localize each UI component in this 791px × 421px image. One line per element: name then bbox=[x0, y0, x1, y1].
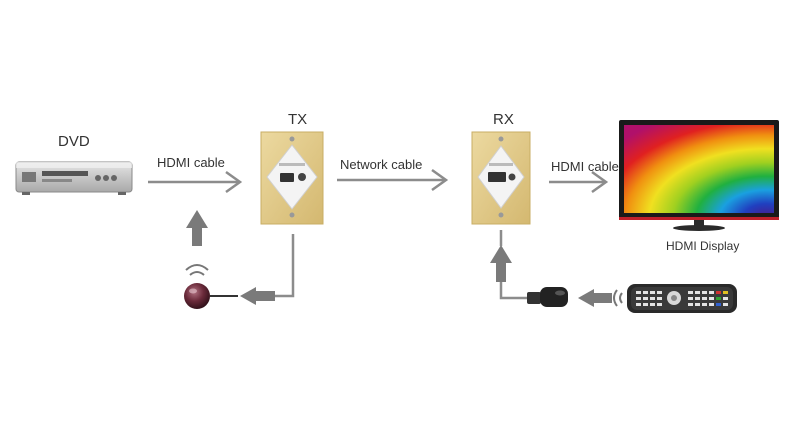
tv-display-icon bbox=[619, 120, 779, 231]
remote-control-icon bbox=[613, 284, 737, 313]
dvd-player-icon bbox=[15, 161, 133, 195]
network-cable-label: Network cable bbox=[340, 157, 423, 172]
ir-left-arrow-remote bbox=[578, 289, 612, 307]
wall-plate-receiver-icon bbox=[471, 131, 531, 225]
hdmi-display-label: HDMI Display bbox=[666, 239, 740, 253]
rx-label: RX bbox=[493, 111, 514, 128]
ir-up-arrow-tx bbox=[186, 210, 208, 246]
ir-return-line-tx bbox=[240, 234, 295, 305]
tx-label: TX bbox=[288, 111, 308, 128]
hdmi-cable-label-2: HDMI cable bbox=[551, 159, 619, 174]
arrow-tx-to-rx bbox=[337, 168, 449, 192]
arrow-rx-to-tv bbox=[549, 170, 609, 194]
hdmi-cable-label-1: HDMI cable bbox=[157, 155, 225, 170]
ir-line-rx bbox=[499, 230, 527, 300]
ir-emitter-icon bbox=[527, 287, 568, 307]
wall-plate-transmitter-icon bbox=[260, 131, 324, 225]
ir-up-arrow-rx bbox=[490, 245, 512, 282]
arrow-dvd-to-tx bbox=[148, 170, 243, 194]
dvd-label: DVD bbox=[58, 133, 90, 150]
ir-receiver-eye-icon bbox=[184, 264, 238, 309]
